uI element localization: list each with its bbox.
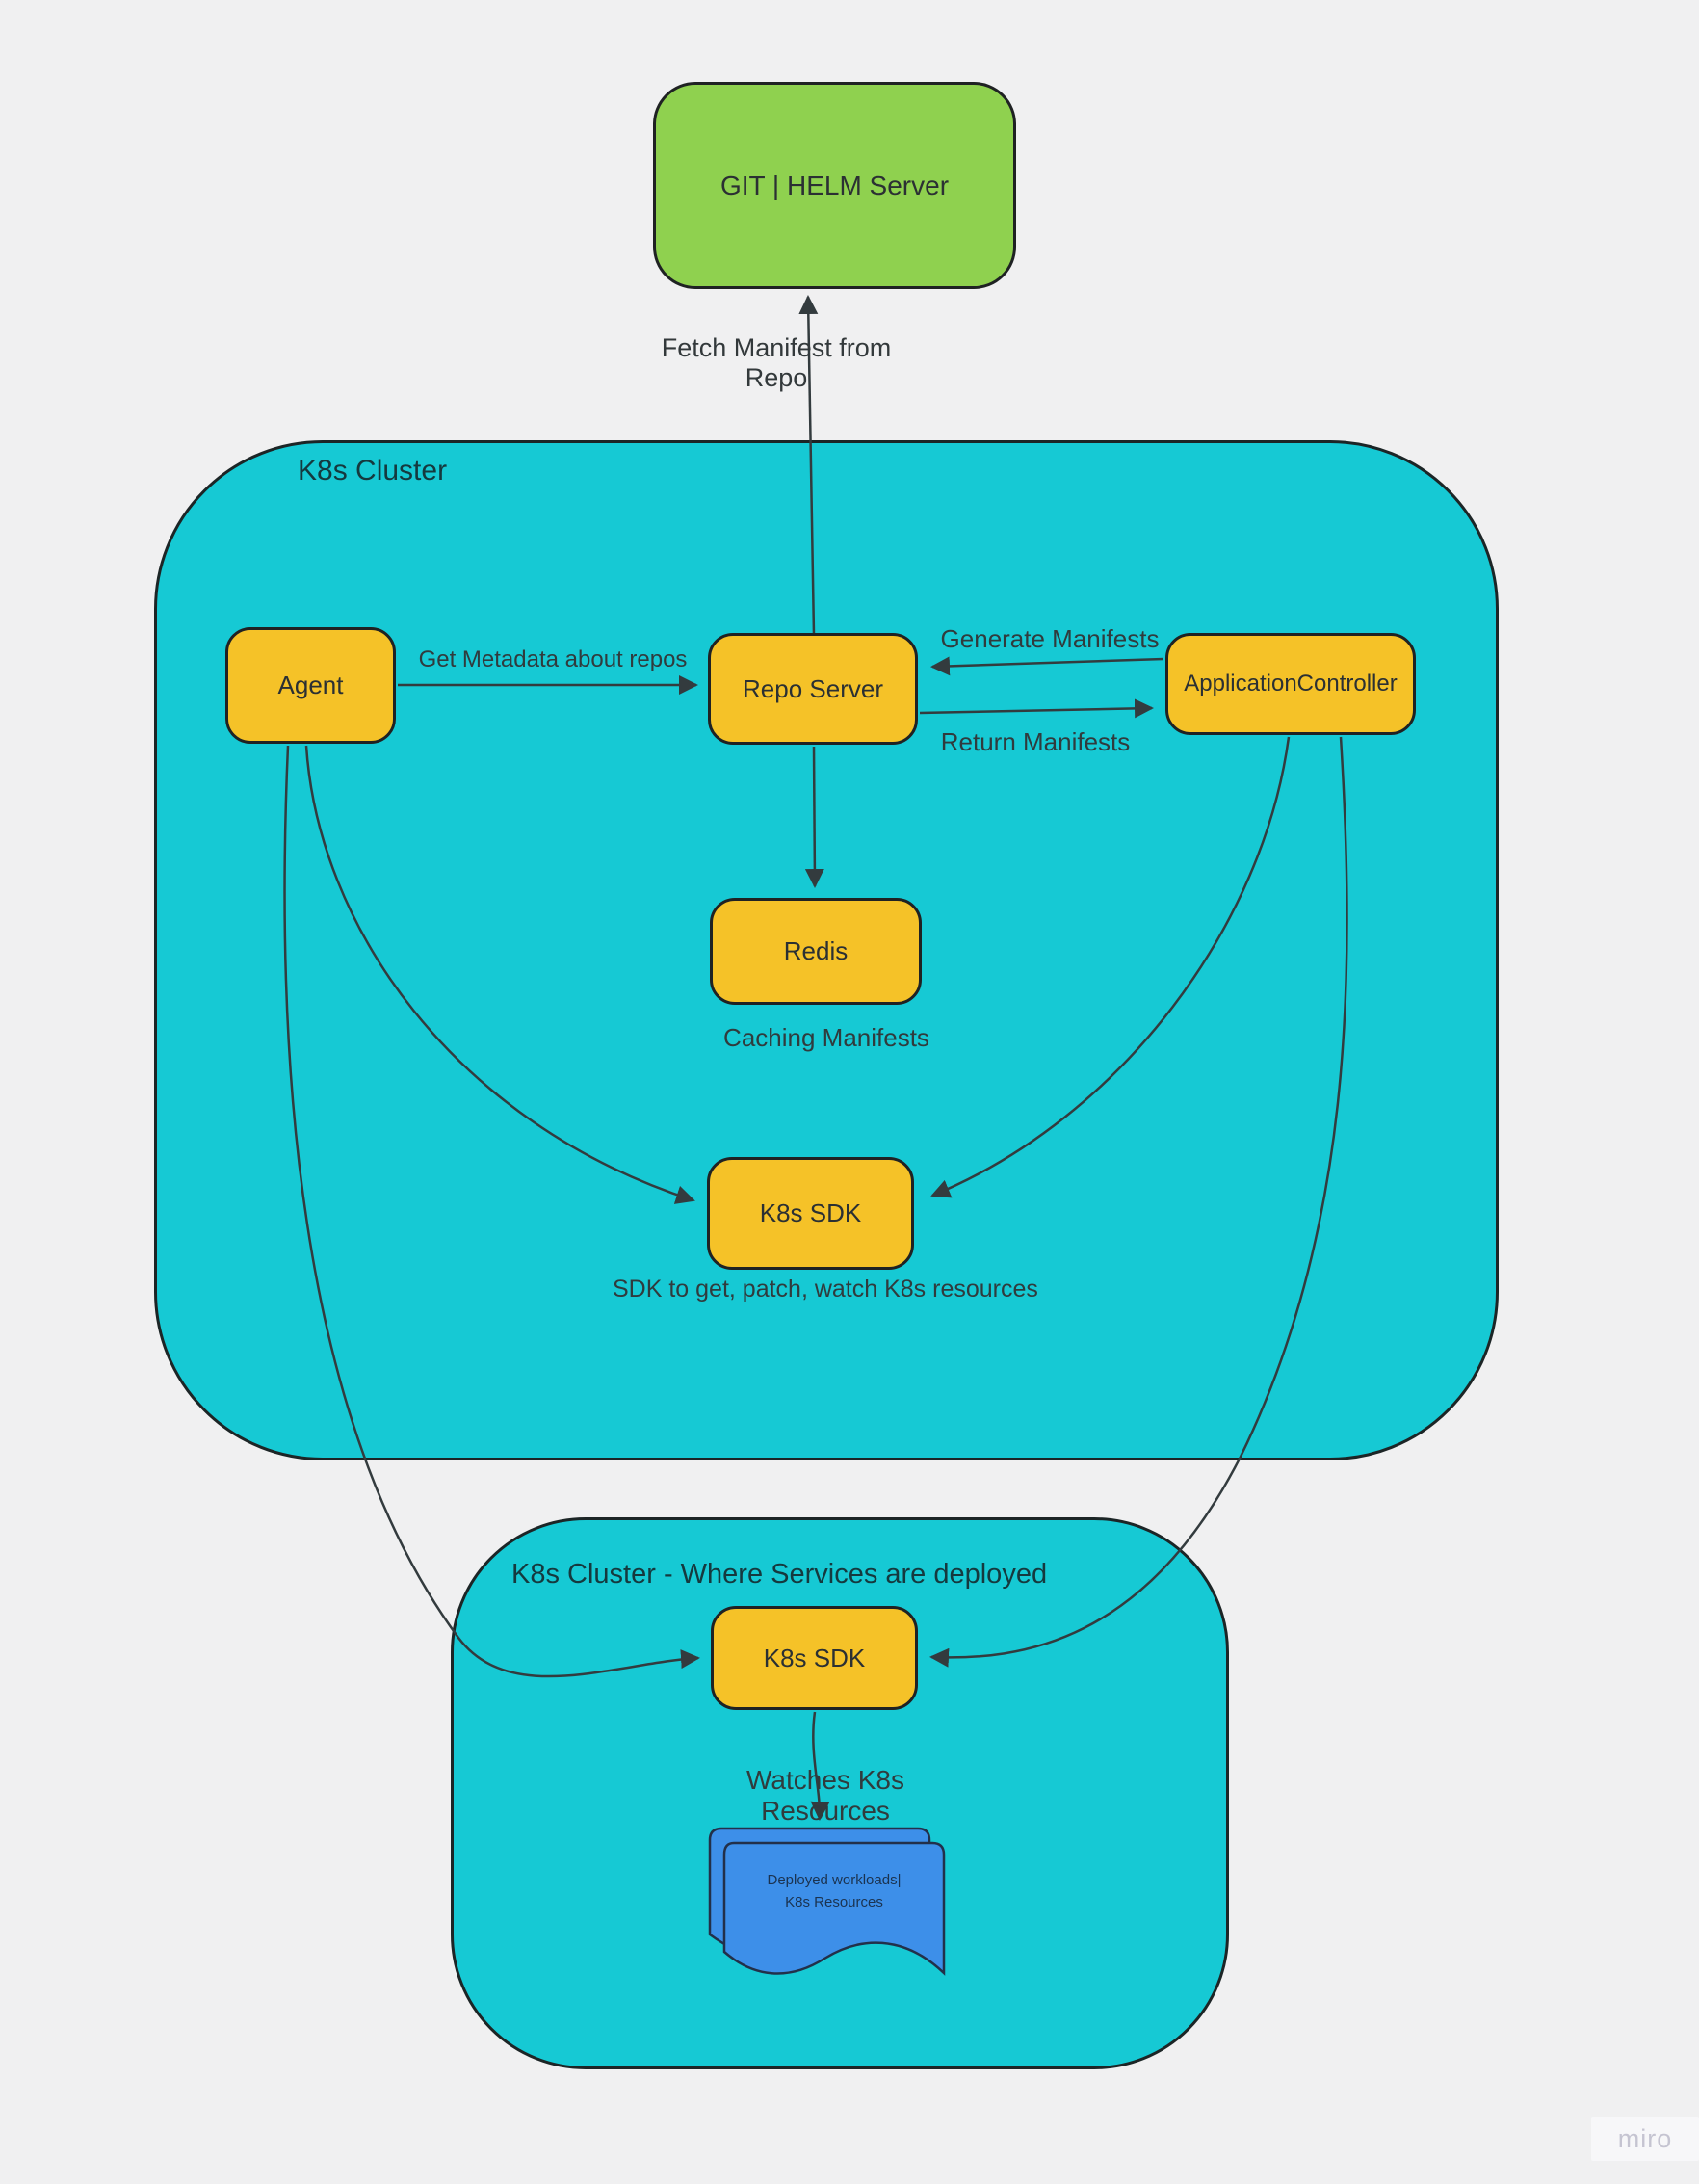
edge-label-generate-manifests[interactable]: Generate Manifests [940, 624, 1160, 653]
node-agent[interactable]: Agent [225, 627, 396, 744]
edge-label-caching-manifests[interactable]: Caching Manifests [723, 1023, 929, 1052]
node-k8s-sdk-services[interactable]: K8s SDK [711, 1606, 918, 1710]
document-workloads-text: Deployed workloads| K8s Resources [738, 1869, 930, 1914]
document-workloads-line2: K8s Resources [785, 1894, 883, 1911]
edge-label-sdk-caption[interactable]: SDK to get, patch, watch K8s resources [613, 1276, 1038, 1303]
node-agent-label: Agent [277, 671, 344, 699]
connector-appcontroller-to-sdk-services[interactable] [929, 736, 1348, 1668]
node-repo-server[interactable]: Repo Server [708, 633, 918, 745]
node-k8s-sdk-main[interactable]: K8s SDK [707, 1157, 914, 1270]
document-workloads-line1: Deployed workloads| [767, 1872, 902, 1888]
miro-watermark-text: miro [1617, 2123, 1673, 2153]
connector-repo-to-appcontroller[interactable] [919, 698, 1154, 719]
connector-agent-to-sdk-main[interactable] [304, 745, 695, 1204]
edge-label-fetch-manifest[interactable]: Fetch Manifest from Repo [661, 333, 892, 392]
node-k8s-sdk-main-label: K8s SDK [759, 1198, 862, 1227]
node-repo-server-label: Repo Server [743, 673, 883, 703]
connector-appcontroller-to-sdk-main[interactable] [930, 736, 1291, 1198]
cluster-k8s-main-label: K8s Cluster [298, 455, 448, 487]
document-front-sheet [722, 1841, 946, 1976]
cluster-k8s-services-label: K8s Cluster - Where Services are deploye… [511, 1559, 1048, 1590]
edge-label-get-metadata[interactable]: Get Metadata about repos [418, 646, 688, 672]
node-application-controller-label: ApplicationController [1184, 671, 1398, 697]
connector-repo-to-redis[interactable] [804, 746, 824, 888]
miro-watermark: miro [1591, 2117, 1699, 2161]
connector-appcontroller-to-repo[interactable] [930, 656, 1164, 676]
node-redis[interactable]: Redis [710, 898, 922, 1005]
connector-repo-to-git[interactable] [798, 295, 819, 636]
node-git-helm-server[interactable]: GIT | HELM Server [653, 82, 1016, 289]
node-application-controller[interactable]: ApplicationController [1165, 633, 1416, 735]
edge-label-watches-resources[interactable]: Watches K8s Resources [746, 1765, 904, 1826]
connector-agent-to-sdk-services[interactable] [283, 745, 700, 1678]
node-redis-label: Redis [783, 936, 849, 965]
document-shape-workloads[interactable] [708, 1827, 946, 1976]
node-k8s-sdk-services-label: K8s SDK [763, 1643, 866, 1672]
connector-sdk-services-to-workloads[interactable] [810, 1711, 830, 1821]
node-git-helm-server-label: GIT | HELM Server [719, 170, 950, 200]
edge-label-return-manifests[interactable]: Return Manifests [940, 727, 1131, 756]
